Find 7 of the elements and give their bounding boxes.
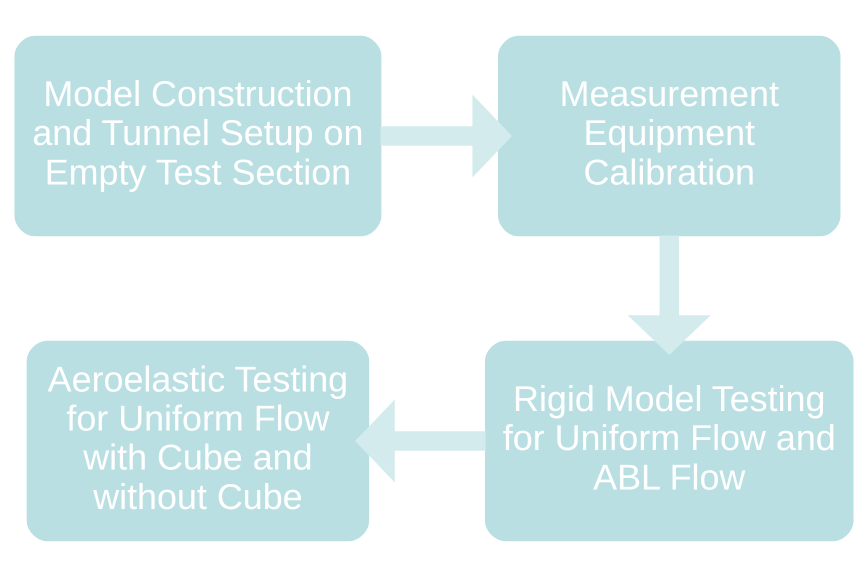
node-box: Measurement Equipment Calibration [498,36,840,236]
arrow [380,94,512,178]
node-box: Rigid Model Testing for Uniform Flow and ABL Flow [484,340,854,542]
node-box: Model Construction and Tunnel Setup on Empty Test Section [14,36,382,236]
arrow [355,399,486,483]
node-box: Aeroelastic Testing for Uniform Flow with Cube and without Cube [26,340,370,542]
arrow [628,236,711,355]
